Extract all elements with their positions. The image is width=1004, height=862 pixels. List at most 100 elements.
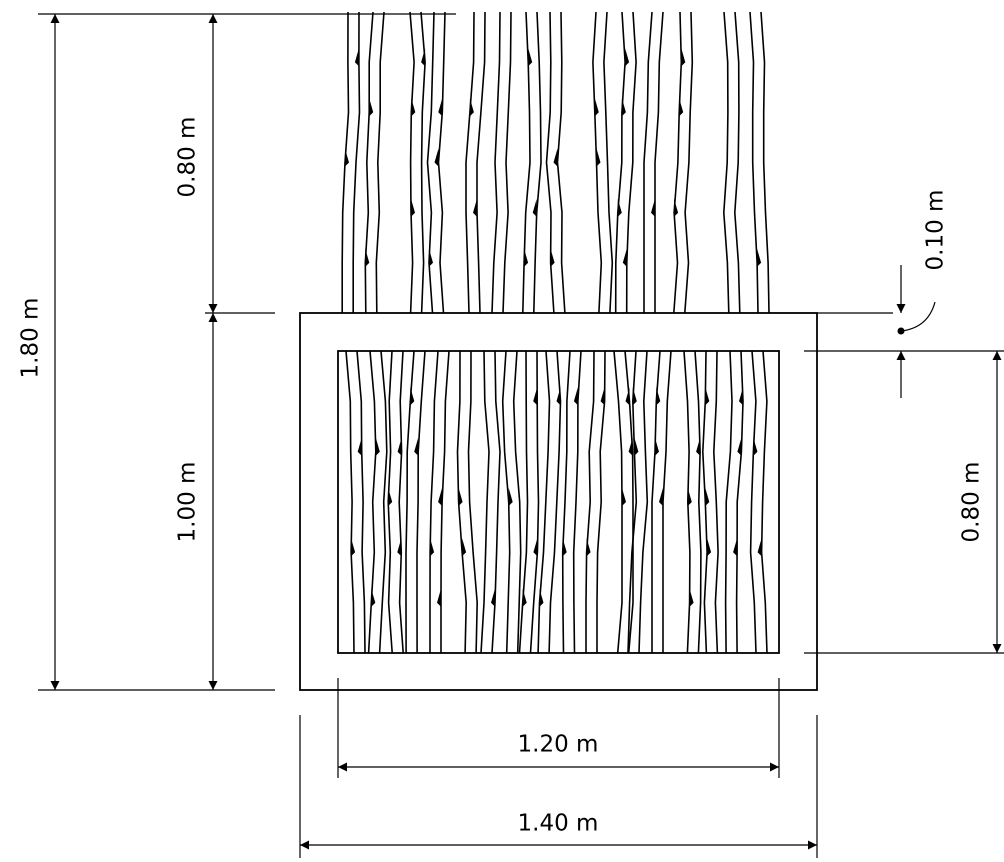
- stick-edge: [556, 11, 566, 314]
- stick-shadow: [696, 437, 701, 456]
- stick-shadow: [600, 387, 605, 406]
- stick-shadow: [469, 98, 474, 117]
- stick-shadow: [345, 148, 349, 167]
- stick-edge: [426, 11, 435, 314]
- stick-edge: [749, 11, 759, 314]
- stick-shadow: [550, 248, 555, 267]
- stick-shadow: [634, 437, 639, 456]
- stick-shadow: [438, 488, 443, 506]
- stick-shadow: [508, 488, 513, 506]
- stick-shadow: [655, 437, 659, 456]
- stick-shadow: [397, 538, 402, 557]
- stick-shadow: [594, 98, 599, 117]
- dimension-lines: [50, 14, 1002, 850]
- inner-opening: [337, 350, 780, 654]
- stick-shadow: [351, 538, 356, 557]
- stick-shadow: [522, 588, 527, 607]
- stick-edge: [625, 11, 637, 314]
- stick-shadow: [414, 437, 419, 456]
- opening-height-label: 0.80 m: [959, 462, 985, 543]
- stick-edge: [684, 11, 694, 314]
- outer-frame: [299, 312, 818, 691]
- stick-edge: [480, 350, 490, 654]
- stick-edge: [367, 350, 377, 654]
- stick-edge: [603, 11, 614, 314]
- stick-edge: [437, 11, 446, 314]
- stick-shadow: [462, 538, 467, 557]
- stick-edge: [465, 11, 475, 314]
- stick-edge: [614, 11, 626, 314]
- stick-shadow: [365, 248, 370, 267]
- stick-shadow: [411, 198, 415, 217]
- stick-shadow: [707, 538, 712, 557]
- lower-height-label: 1.00 m: [175, 462, 201, 543]
- stick-shadow: [524, 248, 529, 267]
- stick-edge: [476, 11, 486, 314]
- stick-edge: [613, 350, 623, 654]
- stick-edge: [722, 11, 730, 314]
- inner-width-label: 1.20 m: [518, 732, 599, 758]
- stick-shadow: [625, 48, 630, 67]
- stick-shadow: [622, 488, 626, 506]
- stick-shadow: [674, 198, 679, 217]
- stick-edge: [398, 350, 404, 654]
- stick-shadow: [757, 538, 762, 557]
- stick-edge: [760, 350, 768, 654]
- stick-shadow: [371, 588, 376, 607]
- stick-shadow: [573, 387, 578, 406]
- stick-shadow: [617, 198, 622, 217]
- stick-edge: [733, 11, 741, 314]
- stick-edge: [512, 350, 522, 654]
- stick-shadow: [739, 387, 743, 406]
- stick-edge: [712, 350, 719, 654]
- stick-shadow: [388, 488, 393, 506]
- stick-shadow: [437, 588, 441, 607]
- stick-shadow: [705, 387, 710, 406]
- stick-edge: [724, 350, 733, 654]
- stick-shadow: [357, 437, 362, 456]
- stick-edge: [533, 11, 542, 314]
- stick-edge: [502, 11, 512, 314]
- stick-shadow: [473, 198, 477, 217]
- stick-edge: [662, 350, 672, 653]
- stick-edge: [429, 350, 439, 653]
- stick-shadow: [556, 387, 561, 406]
- stick-shadow: [753, 437, 758, 456]
- frame-thickness-label: 0.10 m: [923, 190, 949, 271]
- stick-shadow: [375, 437, 380, 456]
- stick-edge: [345, 350, 355, 654]
- stick-edge: [585, 350, 595, 653]
- stick-edge: [356, 350, 366, 654]
- stick-shadow: [628, 437, 633, 456]
- stick-shadow: [562, 538, 567, 557]
- stick-shadow: [737, 437, 742, 456]
- stick-edge: [491, 11, 501, 314]
- stick-edge: [529, 350, 540, 654]
- stick-edge: [760, 11, 770, 314]
- upper-stick-bundle: [341, 11, 770, 314]
- stick-edge: [638, 350, 649, 654]
- stick-shadow: [411, 98, 416, 117]
- stick-edge: [673, 11, 683, 314]
- stick-shadow: [681, 48, 686, 67]
- stick-shadow: [687, 488, 692, 506]
- stick-shadow: [410, 387, 415, 406]
- stick-shadow: [679, 98, 684, 117]
- thickness-leader: [900, 301, 936, 332]
- stick-shadow: [625, 387, 630, 406]
- outer-width-label: 1.40 m: [518, 811, 599, 837]
- stick-shadow: [421, 48, 426, 67]
- stick-shadow: [757, 248, 762, 267]
- stick-shadow: [533, 538, 538, 557]
- stick-shadow: [705, 488, 710, 506]
- stick-edge: [749, 350, 757, 654]
- stick-edge: [545, 11, 555, 314]
- stick-shadow: [434, 148, 439, 167]
- stick-shadow: [438, 98, 443, 117]
- stick-edge: [518, 350, 529, 654]
- stick-shadow: [429, 248, 433, 267]
- stick-shadow: [621, 98, 626, 117]
- stick-shadow: [532, 198, 537, 217]
- stick-shadow: [632, 387, 637, 406]
